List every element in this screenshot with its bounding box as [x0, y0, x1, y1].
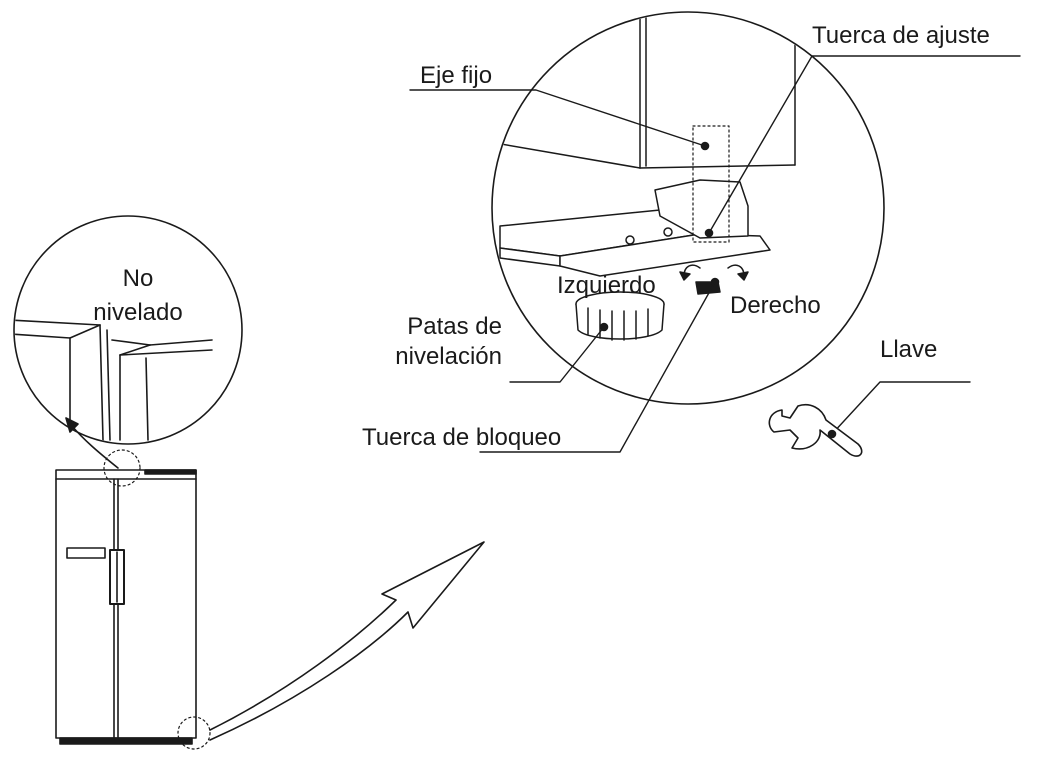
- not-level-detail: [13, 215, 243, 469]
- label-fixed-axis: Eje fijo: [420, 62, 493, 89]
- label-leveling-legs: Patas de nivelación: [395, 313, 502, 370]
- label-left: Izquierdo: [557, 272, 656, 299]
- label-adjust-nut: Tuerca de ajuste: [812, 22, 990, 49]
- refrigerator: [55, 449, 211, 750]
- lock-nut-leader: [479, 281, 716, 453]
- top-detail-marker: [103, 449, 141, 487]
- foot-detail-marker: [177, 716, 211, 750]
- label-wrench: Llave: [880, 336, 938, 363]
- label-lock-nut: Tuerca de bloqueo: [362, 424, 562, 451]
- fixed-axis-leader: [409, 89, 706, 147]
- foot-detail: [491, 11, 885, 405]
- leveling-legs-leader: [509, 326, 605, 383]
- zoom-arrow: [209, 541, 485, 741]
- wrench-leader: [831, 381, 971, 435]
- adjust-nut-leader: [708, 55, 1021, 234]
- top-detail-pointer: [71, 425, 119, 469]
- label-not-level: No nivelado: [93, 265, 183, 326]
- label-right: Derecho: [730, 292, 821, 319]
- leader-lines: [409, 55, 1021, 453]
- wrench-icon: [768, 404, 863, 457]
